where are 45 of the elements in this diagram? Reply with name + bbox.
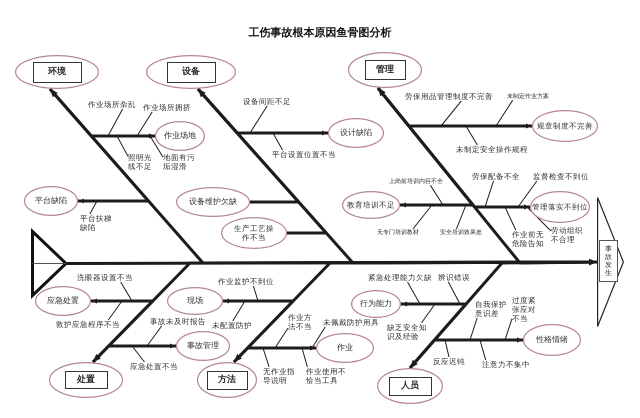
category-ellipse (15, 55, 99, 89)
category-ellipse (377, 368, 443, 404)
cause-label: 平台缺陷 (35, 196, 67, 206)
cause-ellipse (167, 287, 223, 315)
cause-ellipse (176, 331, 230, 361)
cause-label: 设计缺陷 (340, 128, 372, 138)
cause-ellipse (24, 186, 78, 216)
category-label: 处置 (64, 371, 108, 389)
cause-ellipse (532, 110, 598, 142)
arrow (524, 204, 552, 232)
fish-tail-triangle (31, 230, 67, 297)
cause-ellipse (342, 191, 400, 219)
cause-ellipse (523, 324, 581, 356)
cause-label: 现场 (187, 296, 203, 306)
cause-ellipse (221, 217, 287, 249)
cause-ellipse (155, 121, 205, 151)
arrow (149, 134, 164, 158)
diagram-title: 工伤事故根本原因鱼骨图分析 (248, 25, 392, 40)
branch-arrow (196, 88, 328, 234)
category-ellipse (49, 362, 123, 398)
cause-label: 作业 (337, 343, 353, 353)
category-ellipse (146, 55, 236, 89)
fish-head-triangle (597, 197, 624, 327)
branch-arrow (408, 338, 523, 369)
category-label: 人员 (388, 376, 432, 396)
category-ellipse (197, 362, 257, 398)
cause-label: 行为能力 (360, 299, 392, 309)
cause-ellipse (351, 290, 401, 318)
category-label: 方法 (206, 370, 248, 390)
cause-label: 应急处置 (47, 296, 79, 306)
cause-ellipse (530, 191, 590, 223)
cause-ellipse (328, 118, 384, 148)
category-label: 环境 (32, 62, 82, 82)
cause-ellipse (35, 286, 91, 316)
bone-arrow (408, 258, 598, 369)
category-label: 设备 (166, 62, 216, 82)
cause-label: 事故管理 (187, 341, 219, 351)
category-label: 管理 (364, 60, 406, 80)
cause-label: 性格情绪 (536, 335, 568, 345)
cause-label: 作业场地 (164, 131, 196, 141)
category-ellipse (348, 52, 422, 88)
branch-arrow (48, 88, 150, 202)
cause-label: 设备维护欠缺 (189, 197, 237, 207)
cause-ellipse (316, 333, 374, 363)
cause-ellipse (176, 187, 250, 217)
